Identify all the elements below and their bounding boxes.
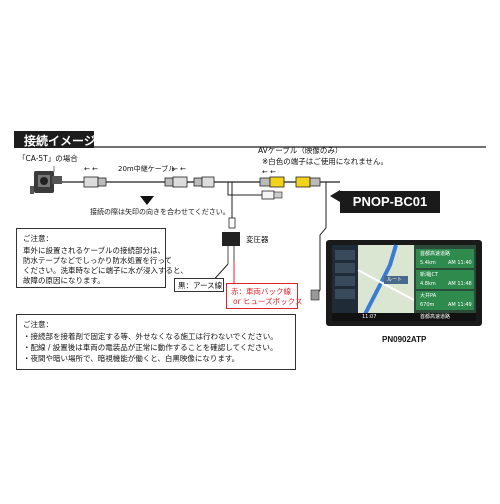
av-cable-label: AVケーブル（映像のみ）	[258, 146, 343, 155]
camera-unit	[30, 171, 62, 194]
navigation-device	[326, 240, 482, 326]
screen-item-distance: 670m	[420, 302, 435, 308]
av-cable-note: ※白色の端子はご使用になれません。	[262, 157, 389, 166]
screen-item-name: 大井PA	[420, 293, 437, 299]
device-model-label: PN0902ATP	[382, 335, 427, 344]
screen-clock: 11:07	[362, 314, 377, 320]
product-arrow	[330, 190, 340, 202]
av-direction-arrows: ← ←	[262, 168, 276, 176]
arrow-direction-note: 接続の際は矢印の向きを合わせてください。	[90, 208, 230, 216]
device-plug	[310, 289, 320, 301]
screen-route-button: ルート	[387, 277, 403, 283]
notice1-line: 車外に設置されるケーブルの接続部分は、	[23, 246, 166, 255]
screen-item-time: AM 11:40	[448, 260, 472, 266]
power-label-box: 赤：車両バック線 or ヒューズボックス	[226, 283, 302, 309]
notice2-line: ・配線 / 設置後は車両の電装品が正常に動作することを確認してください。	[23, 343, 278, 352]
screen-item-name: 首都高速道路	[420, 251, 451, 257]
notice1-heading: ご注意：	[23, 234, 53, 243]
notice2-line: ・夜間や暗い場所で、暗視機能が働くと、白黒映像になります。	[23, 354, 240, 363]
notice1-line: 防水テープなどでしっかり防水処置を行って	[23, 256, 173, 265]
av-connector-left	[259, 176, 285, 188]
notice2-line: ・接続部を接着剤で固定する等、外せなくなる施工は行わないでください。	[23, 332, 278, 341]
screen-item-time: AM 11:49	[448, 302, 472, 308]
notice-waterproof: ご注意： 車外に設置されるケーブルの接続部分は、 防水テープなどでしっかり防水処…	[16, 228, 188, 288]
transformer-box	[222, 232, 240, 246]
white-branch-cable	[227, 182, 262, 196]
power-label-line1: 赤：車両バック線	[231, 287, 291, 296]
transformer-label: 変圧器	[246, 235, 269, 244]
screen-item-distance: 5.4km	[420, 260, 436, 266]
extension-cable-label: 20m中継ケーブル	[118, 165, 176, 173]
av-to-device-cable	[315, 181, 327, 297]
product-tag: PNOP-BC01	[340, 191, 440, 213]
screen-item-name: 新湘JCT	[420, 272, 439, 278]
notice1-line: 故障の原因になります。	[23, 276, 105, 285]
white-connector	[261, 190, 275, 200]
connector-c	[193, 176, 215, 188]
section-title: 接続イメージ	[14, 131, 96, 148]
camera-label: 「CA-5T」の場合	[18, 154, 78, 163]
connector-b	[164, 176, 188, 188]
power-label-line2: or ヒューズボックス	[233, 297, 303, 306]
notice2-heading: ご注意：	[23, 320, 53, 329]
notice1-line: ください。洗車時などに端子に水が浸入すると、	[23, 266, 188, 275]
screen-item-distance: 4.8km	[420, 281, 436, 287]
notice-installation: ご注意： ・接続部を接着剤で固定する等、外せなくなる施工は行わないでください。 …	[16, 314, 296, 370]
direction-arrows-right: ← ←	[172, 165, 186, 173]
av-connector-right	[295, 176, 321, 188]
ground-label: 黒：アース線	[178, 281, 223, 290]
down-triangle-icon	[140, 196, 154, 205]
direction-arrows-left: ← ←	[84, 165, 98, 173]
connector-a	[83, 176, 107, 188]
screen-bottom-bar: 首都高速道路	[420, 314, 451, 320]
screen-item-time: AM 11:48	[448, 281, 472, 287]
ground-label-box: 黒：アース線	[174, 278, 224, 292]
